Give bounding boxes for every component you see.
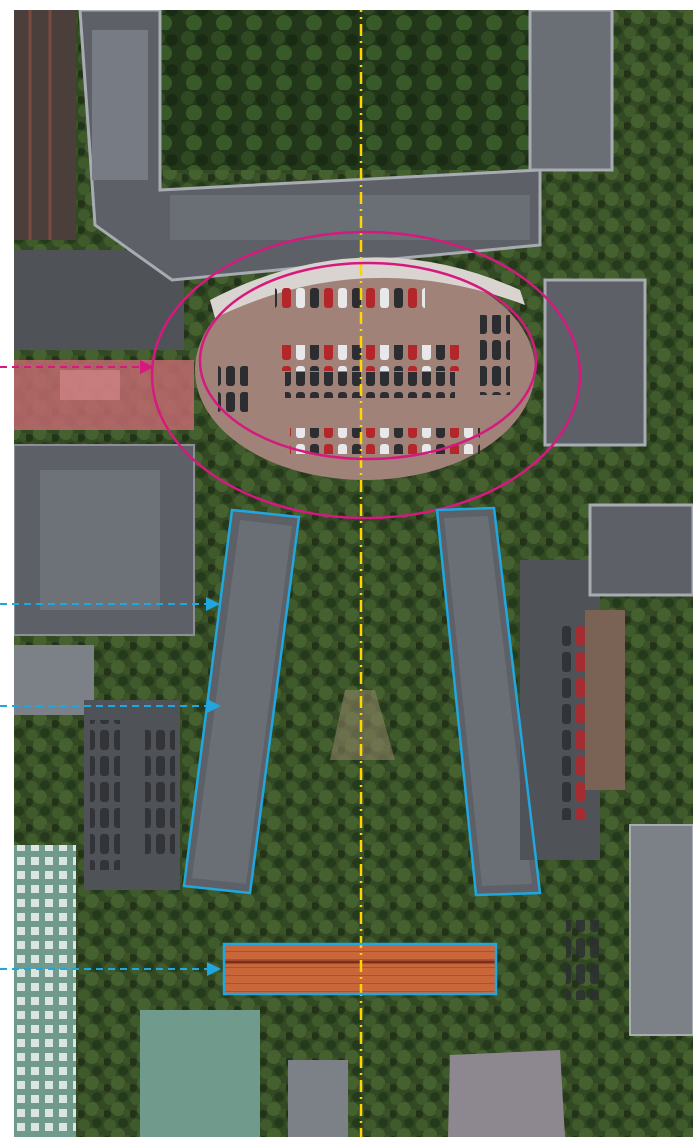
arrow-to-left-wing-upper xyxy=(0,597,220,611)
arrowhead-icon xyxy=(140,360,154,374)
arrowhead-icon xyxy=(207,962,221,976)
south-tile-roof-building-highlight xyxy=(222,942,498,996)
arrow-to-south-building xyxy=(0,962,221,976)
southwest-building xyxy=(14,845,76,1137)
parking-arc-canopy xyxy=(210,257,525,318)
east-garage-roof xyxy=(585,610,625,790)
central-garden-path xyxy=(330,690,395,760)
east-building xyxy=(543,278,647,447)
right-wing-building-highlight xyxy=(435,506,542,897)
south-building-east xyxy=(448,1050,565,1137)
parking-ellipse-inner-highlight xyxy=(198,261,538,461)
east-building-3 xyxy=(629,824,693,1036)
arrowhead-icon xyxy=(207,699,221,713)
arrow-to-parking xyxy=(0,360,154,374)
railway-strip xyxy=(14,10,76,240)
left-wing-building-highlight xyxy=(182,508,301,895)
east-building-2 xyxy=(588,503,693,597)
west-annex xyxy=(14,645,94,715)
south-building-teal xyxy=(140,1010,260,1137)
arrowhead-icon xyxy=(206,597,220,611)
north-courtyard-trees xyxy=(160,10,540,170)
south-building-grey xyxy=(288,1060,348,1137)
arrow-to-left-wing-lower xyxy=(0,699,221,713)
parking-ellipse-outer-highlight xyxy=(150,230,582,520)
